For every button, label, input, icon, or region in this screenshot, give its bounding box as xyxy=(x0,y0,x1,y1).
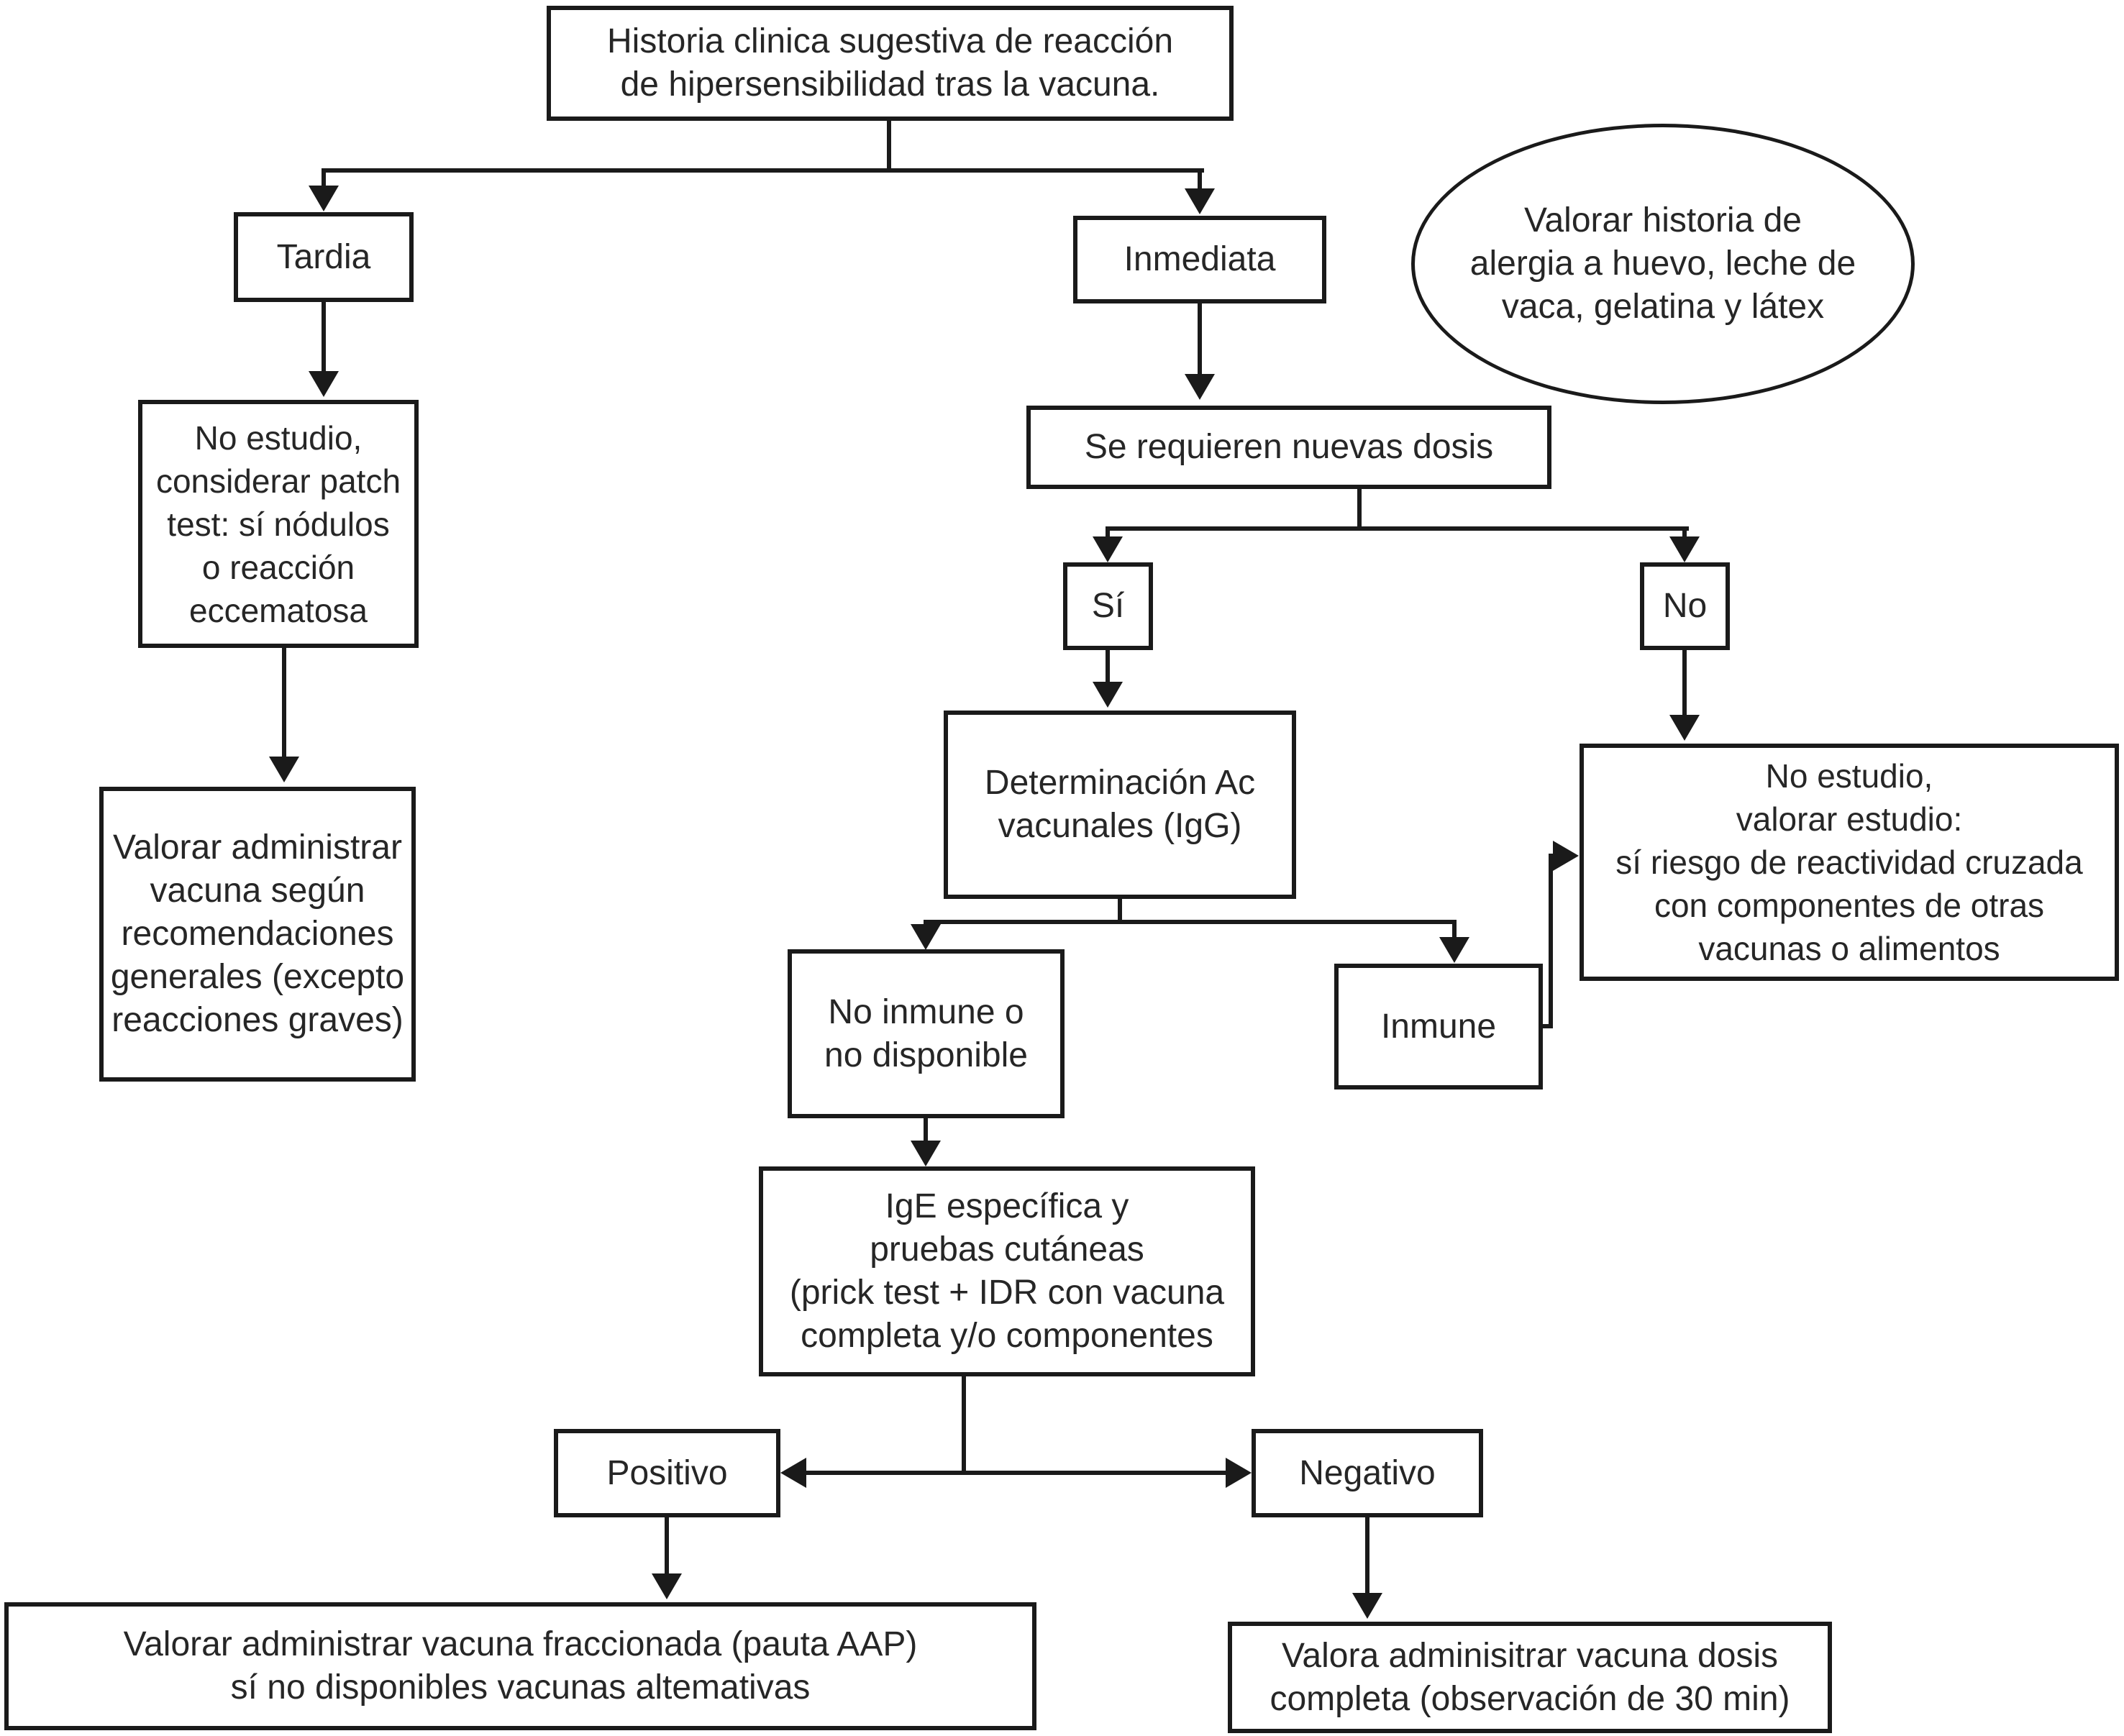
node-inmediata-line: Inmediata xyxy=(1123,240,1276,278)
node-valorar-vacuna-general-line: generales (excepto xyxy=(110,958,405,996)
node-ige-line: pruebas cutáneas xyxy=(870,1230,1144,1269)
node-no-estudio-valorar-line: valorar estudio: xyxy=(1736,800,1963,838)
node-valorar-historia-line: vaca, gelatina y látex xyxy=(1501,288,1825,326)
node-determinacion-line: Determinación Ac xyxy=(984,764,1256,802)
node-no-estudio-patch-line: test: sí nódulos xyxy=(167,505,390,543)
node-ige-line: completa y/o componentes xyxy=(801,1317,1213,1355)
edge-inmune-branch xyxy=(924,920,1457,924)
edge-posneg-line xyxy=(806,1471,1226,1475)
node-ige-line: IgE específica y xyxy=(885,1187,1129,1225)
edge-sereq-stem xyxy=(1357,489,1362,531)
arrowhead-down-icon xyxy=(1352,1593,1382,1619)
edge-historia-stem xyxy=(887,119,891,173)
arrowhead-down-icon xyxy=(652,1573,682,1599)
arrowhead-down-icon xyxy=(309,371,339,397)
node-ige-line: (prick test + IDR con vacuna xyxy=(789,1274,1225,1312)
node-valorar-vacuna-general-line: vacuna según xyxy=(150,872,365,910)
node-valorar-historia-line: Valorar historia de xyxy=(1524,201,1802,239)
node-historia-line: de hipersensibilidad tras la vacuna. xyxy=(620,65,1160,104)
node-negativo-line: Negativo xyxy=(1299,1453,1436,1492)
node-fraccionada-line: sí no disponibles vacunas altemativas xyxy=(230,1668,811,1707)
arrowhead-down-icon xyxy=(1093,682,1123,708)
node-no-estudio-valorar-line: No estudio, xyxy=(1765,757,1933,795)
arrowhead-down-icon xyxy=(1185,374,1215,400)
node-no-line: No xyxy=(1662,587,1708,625)
node-historia-line: Historia clinica sugestiva de reacción xyxy=(606,22,1174,60)
node-tardia-line: Tardia xyxy=(276,237,371,276)
node-fraccionada-line: Valorar administrar vacuna fraccionada (… xyxy=(123,1625,918,1663)
arrowhead-down-icon xyxy=(911,1141,941,1166)
node-inmediata: Inmediata xyxy=(1073,216,1326,303)
edge-drop-tardia xyxy=(322,173,326,188)
node-si: Sí xyxy=(1063,562,1153,650)
edge-inmune-elbow-h1 xyxy=(1543,1024,1553,1028)
arrowhead-down-icon xyxy=(1669,715,1700,741)
node-valorar-vacuna-general-line: reacciones graves) xyxy=(111,1001,404,1039)
arrowhead-right-icon xyxy=(1226,1458,1252,1488)
node-fraccionada: Valorar administrar vacuna fraccionada (… xyxy=(4,1602,1036,1730)
node-valorar-vacuna-general: Valorar administrar vacuna según recomen… xyxy=(99,787,416,1082)
arrowhead-left-icon xyxy=(780,1458,806,1488)
arrowhead-down-icon xyxy=(1669,536,1700,562)
node-dosis-completa-line: completa (observación de 30 min) xyxy=(1270,1679,1790,1718)
node-no-estudio-valorar-line: con componentes de otras xyxy=(1654,887,2045,924)
node-negativo: Negativo xyxy=(1252,1429,1483,1517)
node-valorar-vacuna-general-line: recomendaciones xyxy=(121,915,394,953)
node-no-estudio-patch-line: o reacción xyxy=(201,548,355,586)
node-no-inmune: No inmune o no disponible xyxy=(788,949,1065,1118)
node-no-estudio-patch-line: No estudio, xyxy=(194,419,363,457)
edge-si-determinacion xyxy=(1106,650,1110,685)
node-no-inmune-line: no disponible xyxy=(824,1036,1028,1074)
arrowhead-down-icon xyxy=(269,757,299,782)
edge-tardia-patch xyxy=(322,302,326,373)
edge-positivo-fraccionada xyxy=(665,1517,669,1575)
edge-noinmune-ige xyxy=(924,1118,928,1142)
node-tardia: Tardia xyxy=(234,212,414,302)
node-dosis-completa-line: Valora adminisitrar vacuna dosis xyxy=(1281,1636,1779,1675)
edge-ige-stem xyxy=(962,1376,966,1475)
node-no-estudio-valorar: No estudio, valorar estudio: sí riesgo d… xyxy=(1580,744,2119,981)
node-no-estudio-valorar-line: vacunas o alimentos xyxy=(1698,930,2000,967)
node-no-estudio-patch-line: considerar patch xyxy=(155,462,401,500)
node-valorar-vacuna-general-line: Valorar administrar xyxy=(113,828,402,867)
edge-determinacion-stem xyxy=(1118,899,1122,924)
node-positivo-line: Positivo xyxy=(606,1453,728,1492)
node-determinacion: Determinación Ac vacunales (IgG) xyxy=(944,711,1296,899)
node-valorar-historia-ellipse: Valorar historia de alergia a huevo, lec… xyxy=(1411,124,1915,404)
arrowhead-down-icon xyxy=(309,186,339,211)
node-dosis-completa: Valora adminisitrar vacuna dosis complet… xyxy=(1228,1622,1832,1733)
edge-patch-valorar xyxy=(282,648,286,758)
arrowhead-down-icon xyxy=(911,924,941,950)
node-no: No xyxy=(1640,562,1730,650)
node-no-estudio-patch-line: eccematosa xyxy=(188,591,368,629)
edge-drop-inmune xyxy=(1452,924,1457,938)
node-no-inmune-line: No inmune o xyxy=(828,992,1024,1031)
node-historia: Historia clinica sugestiva de reacción d… xyxy=(547,6,1234,121)
edge-inmediata-sereq xyxy=(1198,303,1202,375)
arrowhead-down-icon xyxy=(1439,937,1469,963)
node-valorar-historia-line: alergia a huevo, leche de xyxy=(1469,245,1856,283)
node-positivo: Positivo xyxy=(554,1429,780,1517)
edge-inmune-elbow-v xyxy=(1549,854,1553,1028)
node-inmune-line: Inmune xyxy=(1380,1007,1497,1046)
edge-negativo-dosis xyxy=(1365,1517,1369,1594)
arrowhead-down-icon xyxy=(1185,188,1215,214)
node-se-requieren-line: Se requieren nuevas dosis xyxy=(1084,428,1494,466)
edge-sino-branch xyxy=(1106,526,1689,531)
edge-drop-no xyxy=(1682,531,1687,538)
edge-no-noestudio xyxy=(1682,650,1687,718)
node-si-line: Sí xyxy=(1091,587,1125,625)
edge-drop-inmediata xyxy=(1198,173,1202,190)
arrowhead-right-icon xyxy=(1553,841,1579,871)
node-determinacion-line: vacunales (IgG) xyxy=(998,807,1242,845)
node-ige: IgE específica y pruebas cutáneas (prick… xyxy=(759,1166,1255,1376)
edge-drop-si xyxy=(1106,531,1110,538)
node-no-estudio-patch: No estudio, considerar patch test: sí nó… xyxy=(138,400,419,648)
arrowhead-down-icon xyxy=(1093,536,1123,562)
node-no-estudio-valorar-line: sí riesgo de reactividad cruzada xyxy=(1615,844,2083,881)
node-se-requieren: Se requieren nuevas dosis xyxy=(1026,406,1551,489)
node-inmune: Inmune xyxy=(1334,964,1543,1089)
edge-top-branch xyxy=(322,168,1204,173)
